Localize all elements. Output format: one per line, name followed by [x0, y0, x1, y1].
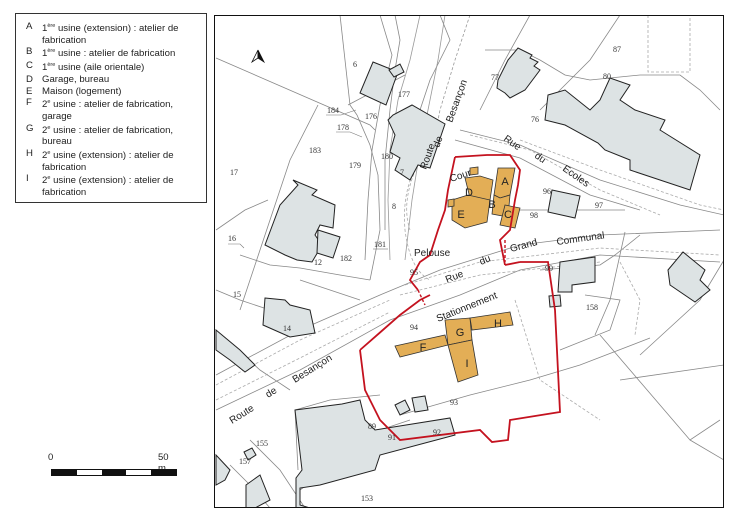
svg-text:du: du	[478, 253, 492, 267]
svg-text:76: 76	[531, 115, 539, 124]
svg-text:I: I	[465, 358, 468, 370]
svg-text:93: 93	[450, 398, 458, 407]
north-arrow-icon	[250, 49, 265, 63]
svg-text:A: A	[501, 176, 509, 188]
svg-text:178: 178	[337, 123, 349, 132]
svg-text:77: 77	[491, 73, 499, 82]
rue-ecoles	[454, 129, 723, 215]
svg-text:155: 155	[256, 439, 268, 448]
svg-text:12: 12	[314, 258, 322, 267]
svg-text:179: 179	[349, 161, 361, 170]
building-e	[451, 194, 490, 228]
legend-item-f: F 2e usine : atelier de fabrication,gara…	[26, 97, 174, 122]
svg-text:14: 14	[283, 324, 291, 333]
legend-item-g: G 2e usine : atelier de fabrication,bure…	[26, 122, 174, 148]
cadastral-map: A B C D E F G H I Cour Pelouse Stationne…	[214, 15, 724, 508]
svg-text:F: F	[419, 342, 426, 354]
svg-text:C: C	[504, 209, 512, 221]
svg-text:Communal: Communal	[555, 230, 604, 248]
svg-text:de: de	[431, 134, 445, 149]
building-i	[447, 339, 478, 383]
svg-text:176: 176	[365, 112, 377, 121]
building-96	[546, 188, 581, 219]
svg-text:181: 181	[374, 240, 386, 249]
svg-text:G: G	[455, 327, 464, 339]
svg-text:B: B	[488, 199, 495, 211]
svg-text:7: 7	[400, 168, 404, 177]
svg-text:Ecoles: Ecoles	[560, 163, 591, 189]
svg-text:183: 183	[309, 146, 321, 155]
svg-text:6: 6	[353, 60, 357, 69]
svg-text:91: 91	[388, 433, 396, 442]
svg-text:Grand: Grand	[508, 237, 538, 255]
svg-text:180: 180	[381, 152, 393, 161]
svg-text:177: 177	[398, 90, 410, 99]
site-boundary	[358, 153, 561, 443]
svg-text:Rue: Rue	[444, 268, 466, 285]
svg-text:15: 15	[233, 290, 241, 299]
other-buildings	[215, 46, 711, 507]
legend-item-b: B 1ère usine : atelier de fabrication	[26, 46, 176, 60]
pelouse-label: Pelouse	[414, 248, 451, 259]
studied-buildings	[393, 166, 520, 383]
svg-text:95: 95	[410, 268, 418, 277]
site-boundary-dashed	[416, 239, 506, 305]
scale-bar-graphic	[51, 469, 177, 476]
svg-text:87: 87	[613, 45, 621, 54]
svg-text:Besançon: Besançon	[290, 352, 334, 385]
legend-item-c: C 1ère usine (aile orientale)	[26, 60, 145, 74]
svg-text:H: H	[494, 318, 502, 330]
svg-text:80: 80	[603, 72, 611, 81]
svg-text:96: 96	[543, 187, 551, 196]
svg-text:158: 158	[586, 303, 598, 312]
svg-text:16: 16	[228, 234, 236, 243]
svg-text:17: 17	[230, 168, 238, 177]
building-6	[358, 60, 399, 106]
legend-item-e: E Maison (logement)	[26, 85, 122, 97]
svg-text:92: 92	[433, 428, 441, 437]
svg-text:182: 182	[340, 254, 352, 263]
scale-start-label: 0	[48, 452, 54, 463]
svg-text:Besançon: Besançon	[444, 78, 470, 124]
building-h	[469, 311, 513, 330]
svg-text:97: 97	[595, 201, 603, 210]
svg-text:de: de	[263, 385, 279, 400]
svg-text:153: 153	[361, 494, 373, 503]
building-d	[464, 175, 493, 200]
building-c	[499, 204, 520, 228]
svg-text:184: 184	[327, 106, 339, 115]
svg-text:8: 8	[392, 202, 396, 211]
building-99	[556, 255, 595, 292]
scale-bar: 0 50 m	[48, 452, 178, 482]
scale-end-label: 50 m	[158, 452, 169, 474]
building-76	[543, 76, 701, 191]
svg-text:99: 99	[545, 264, 553, 273]
svg-text:Rue: Rue	[501, 133, 523, 153]
svg-text:D: D	[465, 187, 473, 199]
svg-text:E: E	[457, 209, 464, 221]
svg-text:94: 94	[410, 323, 418, 332]
svg-text:157: 157	[239, 457, 251, 466]
svg-text:du: du	[532, 150, 547, 165]
svg-text:Route: Route	[227, 402, 256, 426]
svg-text:98: 98	[530, 211, 538, 220]
parcel-lines	[215, 16, 723, 507]
legend-item-d: D Garage, bureau	[26, 73, 110, 85]
svg-text:89: 89	[368, 422, 376, 431]
